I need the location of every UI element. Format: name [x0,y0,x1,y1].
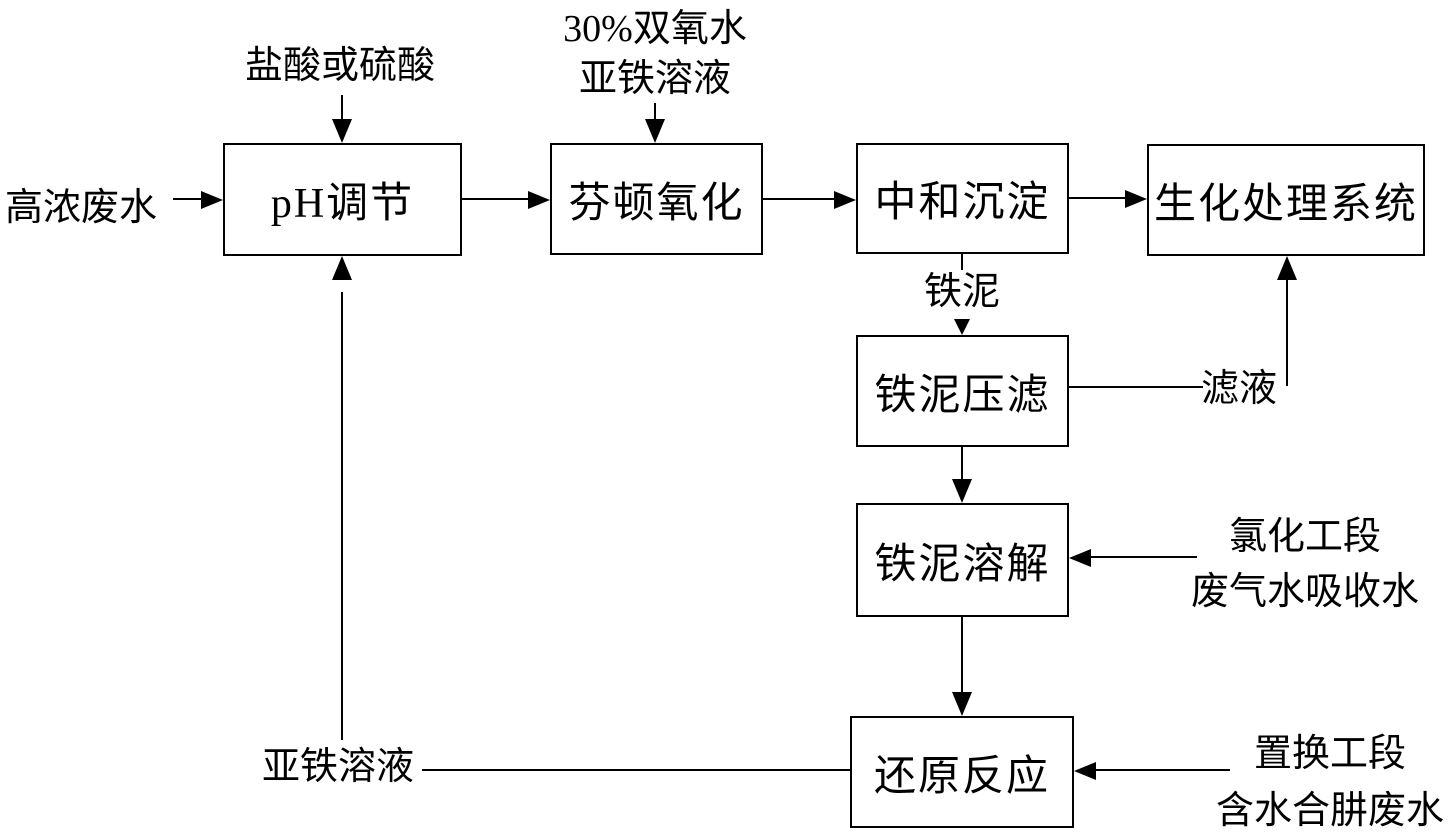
label-chlorination-line1: 氯化工段 [1228,516,1381,558]
connector-filtrate-to-biochemical [1286,280,1288,386]
node-ph-adjust-label: pH调节 [270,181,415,227]
arrowhead-ph-to-fenton-icon [528,191,550,209]
node-fenton-oxidation-label: 芬顿氧化 [568,180,745,227]
label-iron-sludge: 铁泥 [923,271,1000,313]
connector-ferrous-to-ph [341,292,343,740]
label-displacement-line1: 置换工段 [1253,733,1406,775]
connector-press-to-dissolve [961,447,963,481]
node-biochemical-system: 生化处理系统 [1147,144,1425,256]
arrowhead-displacement-to-reduction-icon [1074,762,1096,780]
label-filtrate: 滤液 [1201,368,1278,410]
arrowhead-ironsludge-to-press-icon [954,319,970,335]
connector-peroxide-to-fenton [654,103,656,121]
arrowhead-press-to-dissolve-icon [952,479,972,503]
connector-chlorination-to-dissolve [1091,556,1197,558]
connector-fenton-to-neutralization [763,198,834,200]
label-peroxide-line2: 亚铁溶液 [578,58,731,100]
node-neutralization-label: 中和沉淀 [874,180,1051,226]
label-displacement-line2: 含水合肼废水 [1215,790,1444,832]
connector-acid-to-ph [341,95,343,121]
connector-press-to-filtrate [1069,386,1203,388]
node-sludge-press-label: 铁泥压滤 [874,372,1051,419]
arrowhead-chlorination-to-dissolve-icon [1069,549,1091,567]
node-reduction-reaction-label: 还原反应 [873,753,1050,800]
connector-dissolve-to-reduction [961,617,963,694]
label-influent: 高浓废水 [5,187,158,229]
label-acid-input: 盐酸或硫酸 [245,45,436,87]
node-fenton-oxidation: 芬顿氧化 [550,143,763,255]
connector-neutralization-to-ironsludge [961,254,963,270]
node-sludge-press: 铁泥压滤 [856,335,1069,447]
label-ferrous-solution: 亚铁溶液 [262,746,415,788]
arrowhead-influent-icon [201,191,223,209]
node-sludge-dissolve: 铁泥溶解 [856,503,1069,617]
connector-neutralization-to-biochemical [1069,197,1125,199]
node-biochemical-system-label: 生化处理系统 [1153,181,1418,228]
arrowhead-acid-icon [332,119,352,143]
node-ph-adjust: pH调节 [223,143,462,256]
connector-influent-to-ph [173,198,201,200]
arrowhead-dissolve-to-reduction-icon [952,692,972,716]
connector-reduction-to-ferrous [422,769,850,771]
node-reduction-reaction: 还原反应 [850,716,1074,828]
label-chlorination-line2: 废气水吸收水 [1190,571,1419,613]
connector-displacement-to-reduction [1096,769,1230,771]
arrowhead-ferrous-to-ph-icon [332,256,352,280]
arrowhead-neutralization-to-biochemical-icon [1125,190,1147,208]
label-peroxide-input: 30%双氧水 亚铁溶液 [540,4,770,104]
connector-ph-to-fenton [462,198,528,200]
arrowhead-filtrate-to-biochemical-icon [1277,256,1297,280]
label-peroxide-line1: 30%双氧水 [563,8,747,50]
label-chlorination-input: 氯化工段 废气水吸收水 [1140,510,1452,620]
node-sludge-dissolve-label: 铁泥溶解 [874,541,1051,588]
arrowhead-peroxide-icon [645,119,665,143]
node-neutralization: 中和沉淀 [856,143,1069,254]
arrowhead-fenton-to-neutralization-icon [834,191,856,209]
label-displacement-input: 置换工段 含水合肼废水 [1165,726,1452,837]
